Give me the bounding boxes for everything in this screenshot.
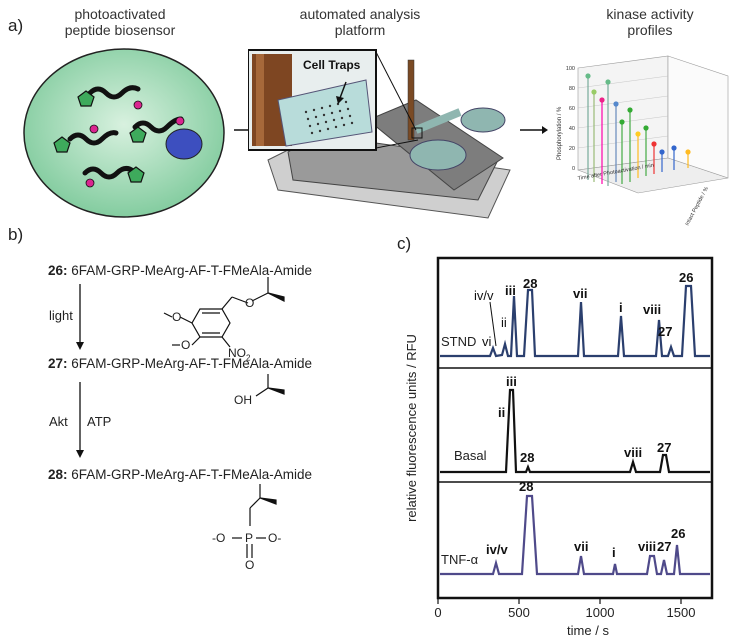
peak-label-stnd-27: 27 (658, 324, 672, 339)
cell-membrane (23, 48, 225, 218)
arrow-platform-to-profiles (520, 126, 548, 134)
cell-traps-label: Cell Traps (303, 58, 361, 72)
scheme-line-28: 28: 6FAM-GRP-MeArg-AF-T-FMeAla-Amide (48, 467, 313, 482)
peak-label-tnf-26: 26 (671, 526, 685, 541)
scheme-line-26: 26: 6FAM-GRP-MeArg-AF-T-FMeAla-Amide (48, 263, 313, 278)
oh-label: OH (234, 393, 252, 407)
arrow-light (76, 284, 84, 350)
peak-label-stnd-iii: iii (505, 283, 516, 298)
step-atp-label: ATP (87, 414, 112, 429)
panel-a-label: a) (8, 16, 24, 35)
svg-text:100: 100 (566, 66, 575, 72)
kinase-3d-plot: 100 80 60 40 20 0 Phosphorylation / % Ti… (557, 55, 729, 227)
phosphate-o-right: O- (268, 531, 282, 545)
scheme-line-27: 27: 6FAM-GRP-MeArg-AF-T-FMeAla-Amide (48, 356, 313, 371)
peak-label-basal-iii: iii (506, 374, 517, 389)
peak-label-tnf-vii: vii (574, 539, 588, 554)
platform-caption: automated analysis platform (299, 6, 421, 38)
svg-text:80: 80 (569, 86, 575, 92)
peak-label-stnd-ivv: iv/v (474, 288, 494, 303)
x-tick-0: 0 (434, 605, 441, 620)
peak-label-stnd-viii: viii (643, 302, 661, 317)
svg-text:20: 20 (569, 146, 575, 152)
trace-basal (440, 388, 710, 474)
no2-label: NO2 (228, 346, 251, 363)
trace-name-tnf: TNF-α (441, 552, 479, 567)
cell-illustration (23, 48, 225, 218)
peak-label-tnf-28: 28 (519, 479, 533, 494)
phosphate-structure (232, 484, 277, 558)
nucleus (165, 128, 203, 160)
o-right-label: O (181, 338, 191, 352)
peak-label-stnd-vii: vii (573, 286, 587, 301)
peak-label-stnd-vi: vi (482, 334, 492, 349)
profiles-caption: kinase activity profiles (606, 6, 694, 38)
svg-text:0: 0 (572, 166, 575, 172)
x-tick-1000: 1000 (586, 605, 615, 620)
peak-label-basal-viii: viii (624, 445, 642, 460)
peak-label-stnd-ii: ii (501, 315, 507, 330)
peak-label-stnd-28: 28 (523, 276, 537, 291)
peak-label-stnd-i: i (619, 300, 623, 315)
phosphate-o-left: -O (212, 531, 226, 545)
x-tick-500: 500 (508, 605, 530, 620)
peak-label-basal-28: 28 (520, 450, 534, 465)
caging-group-structure (163, 277, 285, 348)
phosphate-p: P (245, 531, 254, 545)
o-left-label: O (172, 310, 182, 324)
panel-c-label: c) (397, 234, 412, 253)
peak-label-tnf-viii: viii (638, 539, 656, 554)
panel-b-label: b) (8, 225, 24, 244)
peak-label-tnf-i: i (612, 545, 616, 560)
step-light-label: light (49, 308, 73, 323)
svg-text:Phosphorylation / %: Phosphorylation / % (557, 106, 563, 160)
y-axis-label: relative fluorescence units / RFU (404, 334, 419, 522)
peak-label-tnf-ivv: iv/v (486, 542, 508, 557)
peptide-sensor (67, 85, 184, 180)
hydroxyl-structure (255, 374, 285, 397)
peak-label-basal-ii: ii (498, 405, 505, 420)
trace-tnf (440, 494, 710, 576)
trace-name-basal: Basal (454, 448, 487, 463)
trace-name-stnd: STND (441, 334, 476, 349)
platform-illustration (248, 49, 511, 219)
svg-text:40: 40 (569, 126, 575, 132)
plot-frame (436, 256, 714, 600)
step-akt-label: Akt (49, 414, 68, 429)
peak-label-basal-27: 27 (657, 440, 671, 455)
x-axis-label: time / s (567, 623, 609, 638)
peak-label-tnf-27: 27 (657, 539, 671, 554)
o-top-label: O (245, 296, 255, 310)
sensor-caption: photoactivated peptide biosensor (64, 6, 176, 38)
peak-label-stnd-26: 26 (679, 270, 693, 285)
svg-text:60: 60 (569, 106, 575, 112)
svg-text:Intact Peptide / %: Intact Peptide / % (684, 186, 710, 227)
phosphate-o-bottom: O (245, 558, 255, 572)
x-tick-1500: 1500 (667, 605, 696, 620)
trace-stnd (440, 284, 710, 358)
electropherogram-chart: relative fluorescence units / RFU 0 500 … (404, 256, 714, 638)
arrow-akt-atp (76, 382, 84, 458)
